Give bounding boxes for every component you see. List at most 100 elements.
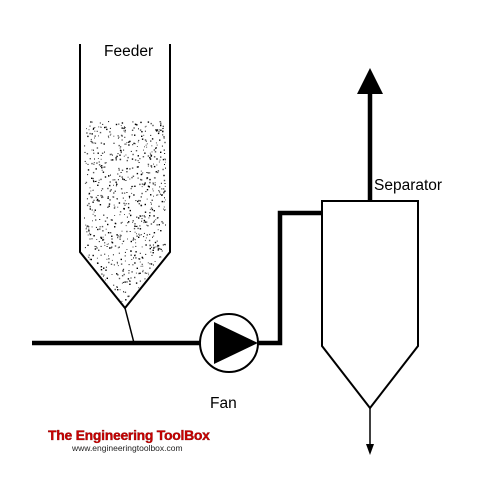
- powder-speck: [98, 182, 100, 184]
- powder-speck: [113, 264, 115, 266]
- powder-speck: [160, 124, 162, 127]
- powder-speck: [162, 158, 165, 161]
- watermark-url: www.engineeringtoolbox.com: [71, 443, 183, 453]
- powder-speck: [100, 254, 102, 256]
- powder-speck: [151, 138, 154, 140]
- powder-speck: [137, 141, 139, 143]
- powder-speck: [101, 188, 104, 190]
- powder-speck: [152, 190, 154, 192]
- powder-speck: [128, 213, 130, 215]
- powder-speck: [92, 220, 93, 222]
- powder-speck: [87, 256, 90, 259]
- powder-speck: [129, 280, 131, 282]
- powder-speck: [163, 137, 165, 139]
- powder-speck: [128, 221, 130, 223]
- powder-speck: [122, 197, 124, 199]
- powder-speck: [84, 277, 86, 279]
- powder-speck: [139, 280, 141, 282]
- powder-speck: [143, 287, 145, 289]
- powder-speck: [144, 278, 146, 280]
- powder-speck: [84, 217, 85, 219]
- powder-speck: [150, 134, 152, 136]
- powder-speck: [137, 200, 139, 203]
- powder-speck: [156, 245, 158, 247]
- powder-speck: [93, 199, 95, 201]
- powder-speck: [150, 263, 153, 265]
- powder-speck: [119, 154, 121, 156]
- powder-speck: [139, 158, 141, 160]
- powder-speck: [96, 257, 98, 259]
- powder-speck: [92, 213, 94, 215]
- powder-speck: [117, 206, 119, 208]
- powder-speck: [104, 151, 105, 153]
- powder-speck: [149, 181, 151, 184]
- powder-speck: [104, 279, 106, 281]
- powder-speck: [107, 223, 109, 226]
- powder-speck: [100, 194, 102, 197]
- powder-speck: [164, 209, 166, 211]
- powder-speck: [115, 223, 117, 225]
- powder-speck: [108, 203, 111, 205]
- powder-speck: [157, 170, 160, 172]
- powder-speck: [129, 231, 131, 232]
- powder-speck: [130, 240, 132, 243]
- powder-speck: [139, 215, 142, 217]
- powder-speck: [89, 187, 91, 189]
- powder-speck: [132, 221, 134, 223]
- powder-speck: [88, 266, 90, 267]
- powder-speck: [141, 135, 143, 137]
- powder-speck: [126, 230, 128, 233]
- powder-speck: [146, 234, 148, 236]
- powder-speck: [134, 231, 136, 233]
- powder-speck: [136, 233, 137, 235]
- powder-speck: [128, 144, 130, 146]
- powder-speck: [153, 220, 155, 222]
- powder-speck: [153, 149, 156, 151]
- powder-speck: [119, 158, 121, 160]
- powder-speck: [161, 281, 163, 284]
- powder-speck: [145, 140, 147, 142]
- powder-speck: [107, 196, 109, 198]
- powder-speck: [154, 241, 157, 244]
- powder-speck: [139, 234, 141, 236]
- powder-speck: [132, 175, 135, 177]
- powder-speck: [95, 226, 97, 228]
- powder-speck: [107, 290, 109, 292]
- powder-speck: [132, 144, 134, 146]
- powder-speck: [131, 185, 133, 188]
- powder-speck: [115, 123, 118, 126]
- powder-speck: [106, 217, 108, 219]
- powder-speck: [89, 278, 92, 280]
- powder-speck: [157, 247, 159, 249]
- powder-speck: [89, 208, 91, 210]
- powder-speck: [153, 235, 155, 237]
- powder-speck: [102, 275, 104, 277]
- powder-speck: [122, 240, 124, 242]
- powder-speck: [97, 158, 99, 159]
- powder-speck: [115, 157, 117, 160]
- powder-speck: [134, 185, 136, 187]
- powder-speck: [100, 266, 103, 268]
- powder-speck: [141, 186, 143, 188]
- powder-speck: [91, 149, 93, 151]
- powder-speck: [141, 192, 143, 195]
- powder-speck: [149, 172, 151, 174]
- powder-speck: [158, 304, 160, 306]
- powder-speck: [152, 221, 155, 223]
- powder-speck: [93, 149, 94, 151]
- powder-speck: [161, 257, 163, 259]
- powder-speck: [95, 196, 98, 199]
- powder-speck: [124, 291, 127, 293]
- powder-speck: [140, 204, 142, 207]
- powder-speck: [149, 283, 151, 285]
- powder-speck: [138, 139, 140, 141]
- powder-speck: [142, 156, 145, 158]
- powder-speck: [120, 172, 122, 173]
- powder-speck: [121, 135, 123, 137]
- powder-speck: [108, 137, 110, 139]
- powder-speck: [107, 206, 109, 208]
- powder-speck: [160, 129, 162, 131]
- powder-speck: [124, 136, 126, 138]
- powder-speck: [114, 179, 116, 181]
